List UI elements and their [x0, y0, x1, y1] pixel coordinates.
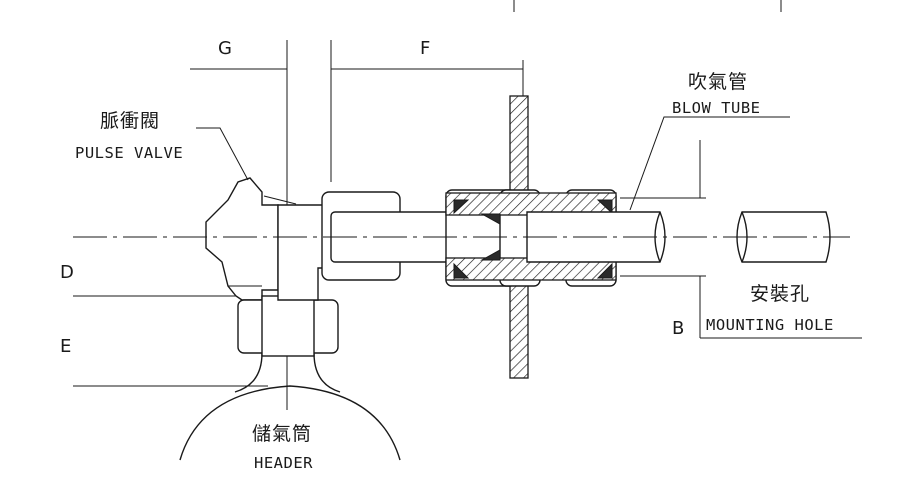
- pulse-valve-cn: 脈衝閥: [100, 110, 160, 132]
- dimension-g-label: G: [218, 38, 232, 59]
- dimension-e-label: E: [60, 336, 71, 357]
- pulse-valve-body: [205, 177, 339, 357]
- header-cn: 儲氣筒: [252, 423, 312, 445]
- header-en: HEADER: [254, 454, 313, 472]
- mounting-hole-en: MOUNTING HOLE: [706, 316, 834, 334]
- dimension-e: E: [60, 336, 268, 387]
- dimension-b: B: [620, 140, 862, 339]
- mounting-hole-label: 安裝孔 MOUNTING HOLE: [706, 283, 834, 334]
- dimension-d: D: [60, 262, 240, 297]
- blow-tube-cn: 吹氣管: [688, 71, 748, 93]
- dimension-b-label: B: [672, 318, 684, 339]
- pulse-valve-en: PULSE VALVE: [75, 144, 183, 162]
- leader-lines: [196, 116, 790, 211]
- dimension-d-label: D: [60, 262, 74, 283]
- mounting-hole-cn: 安裝孔: [750, 283, 810, 305]
- pulse-valve-label: 脈衝閥 PULSE VALVE: [75, 110, 183, 162]
- dimension-f: F: [331, 38, 524, 105]
- blow-tube-en: BLOW TUBE: [672, 99, 761, 117]
- blow-tube-label: 吹氣管 BLOW TUBE: [672, 71, 761, 117]
- header-label: 儲氣筒 HEADER: [248, 418, 332, 474]
- dimension-f-label: F: [420, 38, 430, 59]
